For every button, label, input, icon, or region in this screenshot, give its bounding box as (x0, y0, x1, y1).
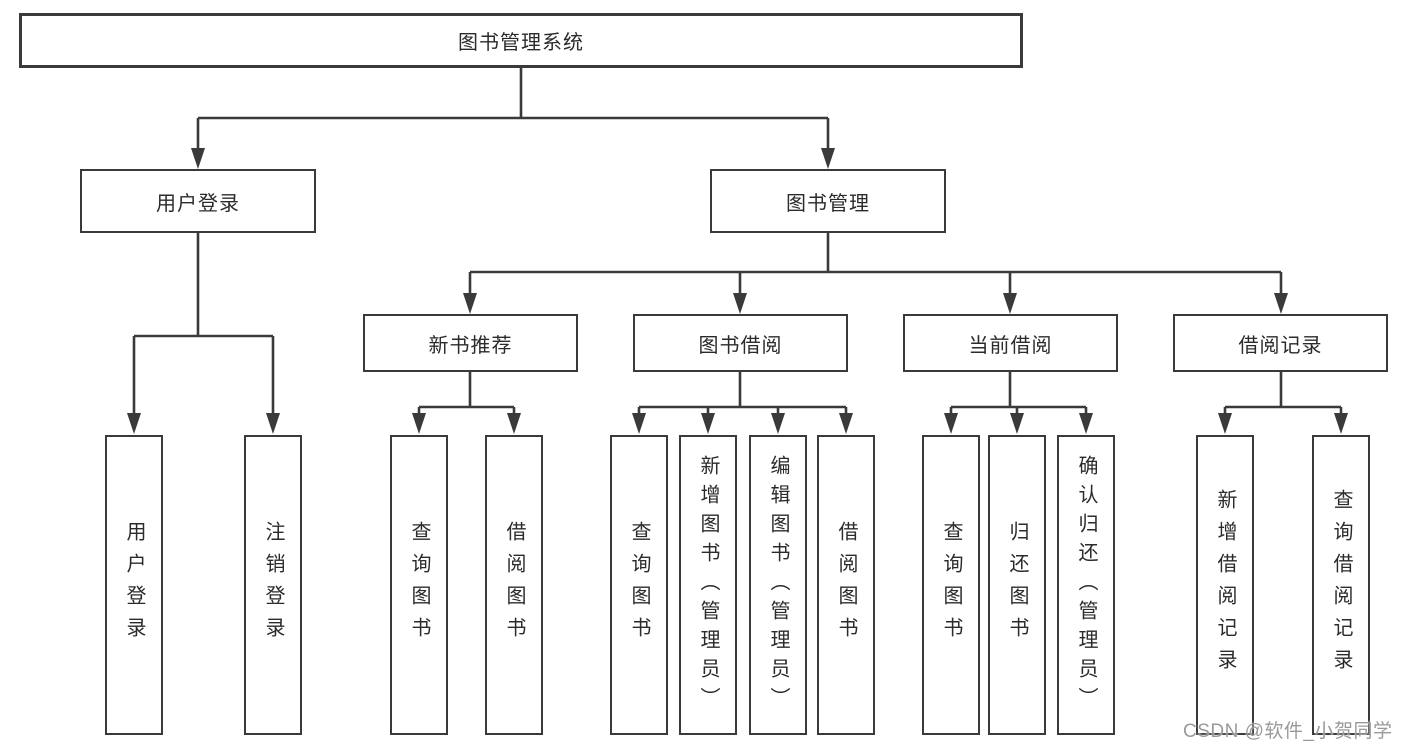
node-book-borrow-label: 图书借阅 (698, 334, 783, 357)
node-library-system: 图书管理系统 (19, 13, 1023, 68)
node-leaf-query-borrow-record: 查询借阅记录 (1312, 435, 1370, 735)
connector-book-management-children (463, 233, 1288, 314)
node-leaf-borrow-books-1-label: 借阅图书 (503, 521, 525, 649)
node-leaf-query-books-3-label: 查询图书 (940, 521, 962, 649)
node-leaf-return-book: 归还图书 (988, 435, 1046, 735)
connector-book-borrow-children (632, 372, 853, 434)
csdn-watermark: CSDN @软件_小贺同学 (1183, 721, 1393, 742)
node-leaf-query-books-2: 查询图书 (610, 435, 668, 735)
node-leaf-borrow-books-1: 借阅图书 (485, 435, 543, 735)
node-library-system-label: 图书管理系统 (458, 32, 584, 54)
node-current-borrow-label: 当前借阅 (968, 334, 1053, 357)
node-leaf-return-book-label: 归还图书 (1006, 521, 1028, 649)
node-leaf-add-book-admin-label: 新增图书（管理员） (697, 454, 719, 716)
connector-root-to-level2 (191, 68, 835, 169)
connector-current-borrow-children (944, 372, 1093, 434)
node-book-management-label: 图书管理 (786, 192, 870, 215)
node-leaf-borrow-books-2-label: 借阅图书 (835, 521, 857, 649)
connector-user-login-children (127, 233, 280, 434)
connector-borrow-records-children (1218, 372, 1348, 434)
node-leaf-logout-label: 注销登录 (262, 521, 284, 649)
node-leaf-confirm-return-admin-label: 确认归还（管理员） (1075, 454, 1097, 716)
node-leaf-edit-book-admin-label: 编辑图书（管理员） (767, 454, 789, 716)
node-book-management: 图书管理 (710, 169, 946, 233)
node-leaf-query-books-2-label: 查询图书 (628, 521, 650, 649)
node-leaf-user-login-label: 用户登录 (123, 521, 145, 649)
node-new-book-recommend: 新书推荐 (363, 314, 578, 372)
node-book-borrow: 图书借阅 (633, 314, 848, 372)
node-leaf-user-login: 用户登录 (105, 435, 163, 735)
node-user-login: 用户登录 (80, 169, 316, 233)
node-leaf-borrow-books-2: 借阅图书 (817, 435, 875, 735)
node-new-book-recommend-label: 新书推荐 (428, 334, 513, 357)
connector-new-book-children (412, 372, 521, 434)
node-leaf-edit-book-admin: 编辑图书（管理员） (749, 435, 807, 735)
node-leaf-query-books-1: 查询图书 (390, 435, 448, 735)
node-leaf-query-borrow-record-label: 查询借阅记录 (1330, 489, 1352, 681)
node-leaf-add-borrow-record-label: 新增借阅记录 (1214, 489, 1236, 681)
node-leaf-logout: 注销登录 (244, 435, 302, 735)
node-leaf-query-books-3: 查询图书 (922, 435, 980, 735)
node-leaf-query-books-1-label: 查询图书 (408, 521, 430, 649)
node-borrow-records: 借阅记录 (1173, 314, 1388, 372)
node-user-login-label: 用户登录 (156, 192, 240, 215)
node-leaf-confirm-return-admin: 确认归还（管理员） (1057, 435, 1115, 735)
node-leaf-add-borrow-record: 新增借阅记录 (1196, 435, 1254, 735)
node-leaf-add-book-admin: 新增图书（管理员） (679, 435, 737, 735)
node-borrow-records-label: 借阅记录 (1238, 334, 1323, 357)
node-current-borrow: 当前借阅 (903, 314, 1118, 372)
